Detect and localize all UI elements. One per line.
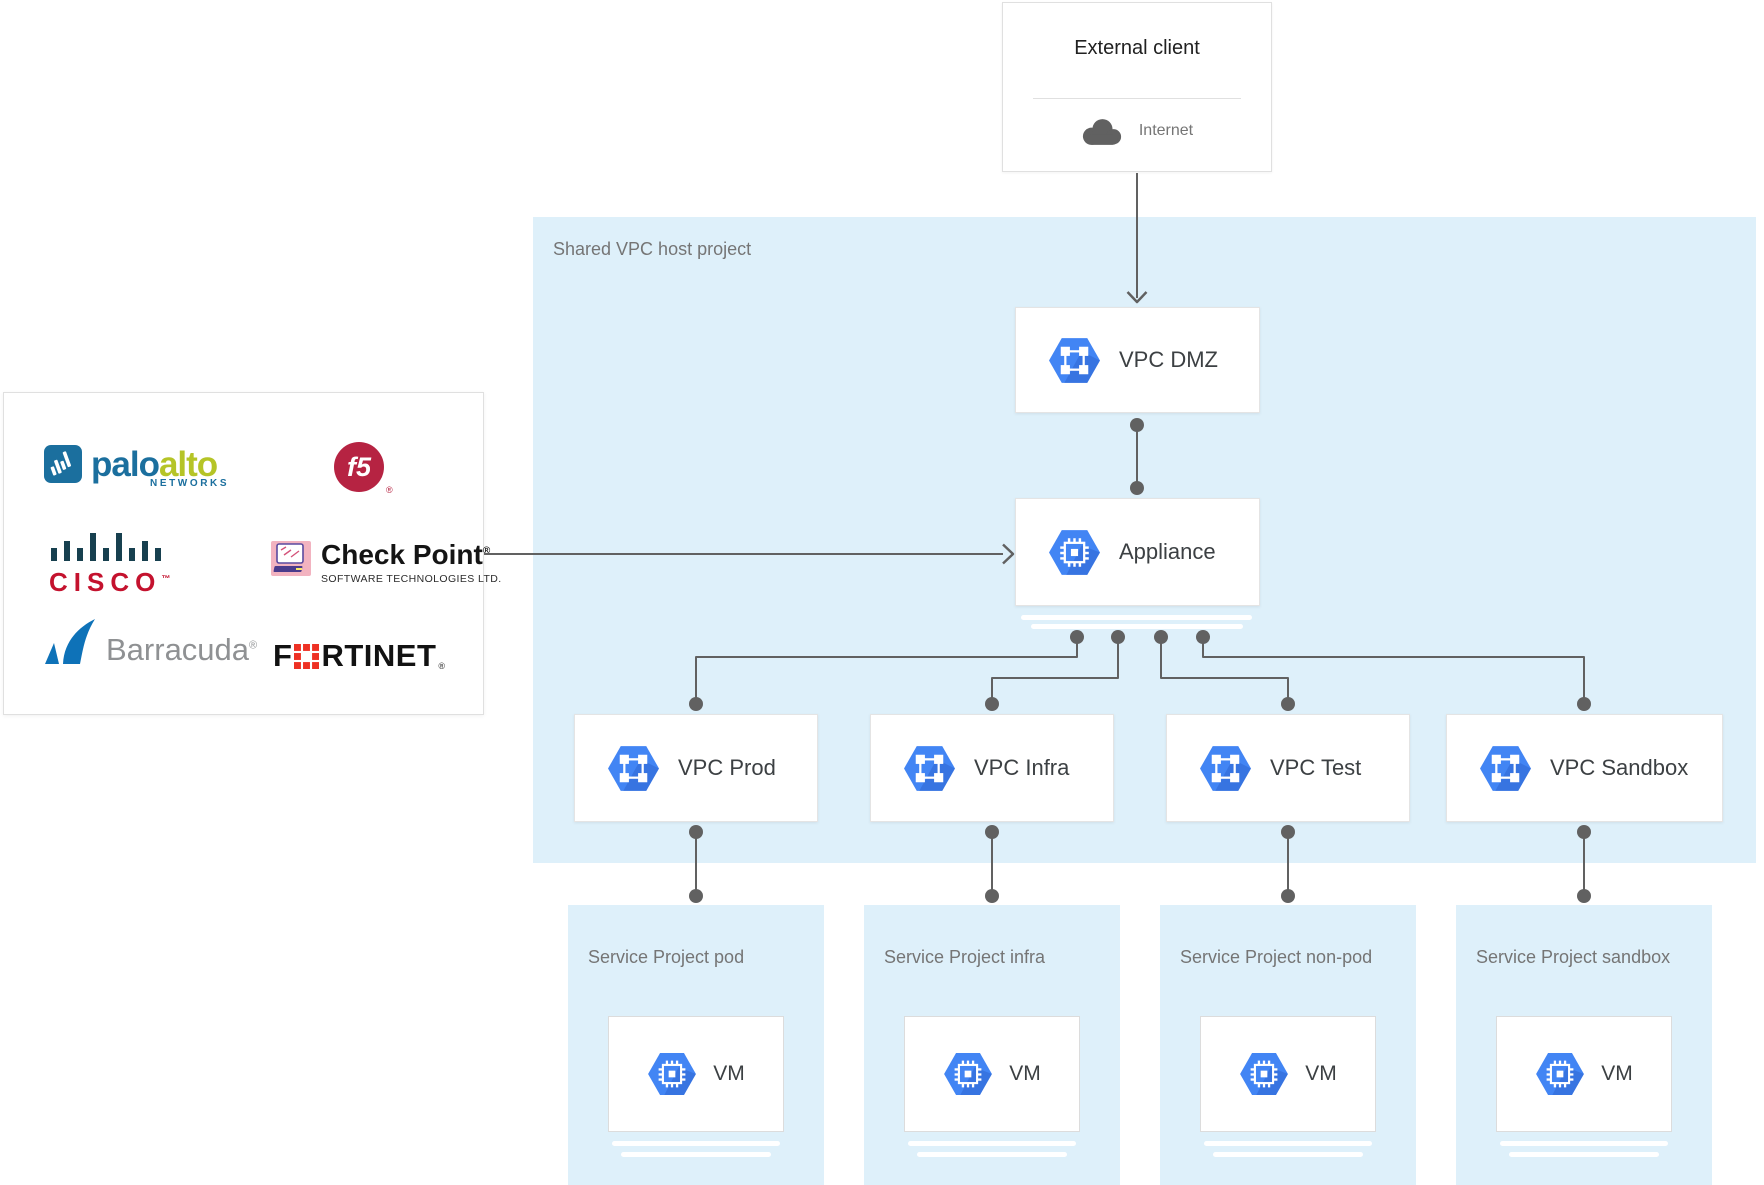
cisco-bars-icon: [51, 533, 161, 561]
vpc-network-icon: [903, 745, 956, 792]
fortinet-registered-mark: ®: [438, 661, 446, 671]
vpc-test-label: VPC Test: [1270, 755, 1362, 780]
barracuda-logo: Barracuda®: [43, 619, 257, 665]
vpc-sandbox-node: VPC Sandbox: [1446, 714, 1723, 822]
compute-engine-icon: [943, 1052, 993, 1096]
vm-node: VM: [1200, 1016, 1376, 1132]
internet-label: Internet: [1138, 122, 1194, 139]
fortinet-rtinet: RTINET: [321, 638, 437, 673]
vm-label: VM: [1009, 1062, 1041, 1085]
vpc-prod-node: VPC Prod: [574, 714, 818, 822]
service-project-pod-card: Service Project pod VM: [568, 905, 824, 1185]
palo-alto-networks-sub: NETWORKS: [150, 478, 230, 489]
vm-stack-line: [1500, 1141, 1668, 1146]
compute-engine-icon: [1048, 529, 1101, 576]
compute-engine-icon: [1239, 1052, 1289, 1096]
fortinet-f: F: [273, 638, 293, 673]
vm-stack-line: [908, 1141, 1076, 1146]
vm-label: VM: [713, 1062, 745, 1085]
divider: [1033, 98, 1241, 99]
vpc-dmz-label: VPC DMZ: [1119, 347, 1218, 372]
appliance-node: Appliance: [1015, 498, 1260, 606]
vm-stack-line: [1204, 1141, 1372, 1146]
vpc-network-icon: [1199, 745, 1252, 792]
vpc-network-icon: [1479, 745, 1532, 792]
vpc-dmz-node: VPC DMZ: [1015, 307, 1260, 413]
vm-stack-line: [917, 1152, 1067, 1157]
check-point-registered-mark: ®: [482, 545, 491, 557]
vm-stack-line: [1509, 1152, 1659, 1157]
internet-row: Internet: [1003, 107, 1271, 155]
f5-registered-mark: ®: [386, 485, 393, 495]
service-project-label: Service Project pod: [588, 947, 745, 967]
external-client-title: External client: [1074, 37, 1200, 59]
check-point-sub: SOFTWARE TECHNOLOGIES LTD.: [321, 573, 502, 585]
vpc-infra-label: VPC Infra: [974, 755, 1070, 780]
service-project-sandbox-card: Service Project sandbox VM: [1456, 905, 1712, 1185]
cisco-wordmark: CISCO™: [49, 567, 171, 597]
service-project-label: Service Project non-pod: [1180, 947, 1373, 967]
palo-alto-icon: [44, 445, 82, 483]
compute-engine-icon: [647, 1052, 697, 1096]
vm-stack-line: [621, 1152, 771, 1157]
vpc-network-icon: [1048, 337, 1101, 384]
appliance-stack-line: [1031, 624, 1243, 629]
check-point-logo: Check Point® SOFTWARE TECHNOLOGIES LTD.: [271, 541, 502, 585]
vm-node: VM: [608, 1016, 784, 1132]
vm-stack-line: [612, 1141, 780, 1146]
appliance-label: Appliance: [1119, 539, 1216, 564]
barracuda-fin-icon: [45, 619, 95, 664]
internet-cloud-icon: [1081, 117, 1123, 146]
cisco-logo: CISCO™: [49, 529, 171, 597]
vm-stack-line: [1213, 1152, 1363, 1157]
check-point-icon: [271, 541, 311, 576]
service-project-infra-card: Service Project infra VM: [864, 905, 1120, 1185]
vpc-test-node: VPC Test: [1166, 714, 1410, 822]
shared-vpc-region-label: Shared VPC host project: [553, 239, 752, 259]
external-client-card: External client Internet: [1002, 2, 1272, 172]
vpc-network-icon: [607, 745, 660, 792]
palo-alto-wordmark: paloalto: [91, 444, 218, 484]
palo-alto-networks-logo: paloalto: [44, 444, 218, 484]
appliance-stack-line: [1021, 615, 1252, 620]
vpc-sandbox-label: VPC Sandbox: [1550, 755, 1689, 780]
barracuda-registered-mark: ®: [249, 639, 258, 652]
barracuda-wordmark: Barracuda®: [106, 632, 258, 667]
service-project-label: Service Project infra: [884, 947, 1046, 967]
vm-label: VM: [1305, 1062, 1337, 1085]
fortinet-logo: F RTINET ®: [273, 640, 446, 671]
compute-engine-icon: [1535, 1052, 1585, 1096]
vpc-infra-node: VPC Infra: [870, 714, 1114, 822]
vm-node: VM: [1496, 1016, 1672, 1132]
f5-logo: f5: [334, 442, 384, 492]
vpc-prod-label: VPC Prod: [678, 755, 776, 780]
check-point-wordmark: Check Point®: [321, 539, 491, 570]
vm-node: VM: [904, 1016, 1080, 1132]
cisco-tm-mark: ™: [161, 573, 171, 584]
fortinet-grid-o-icon: [294, 644, 320, 669]
security-vendors-card: paloalto NETWORKS f5 ® CISCO™: [3, 392, 501, 715]
vm-label: VM: [1601, 1062, 1633, 1085]
service-project-label: Service Project sandbox: [1476, 947, 1671, 967]
check-point-text: Check Point® SOFTWARE TECHNOLOGIES LTD.: [321, 539, 502, 586]
service-project-non-pod-card: Service Project non-pod VM: [1160, 905, 1416, 1185]
